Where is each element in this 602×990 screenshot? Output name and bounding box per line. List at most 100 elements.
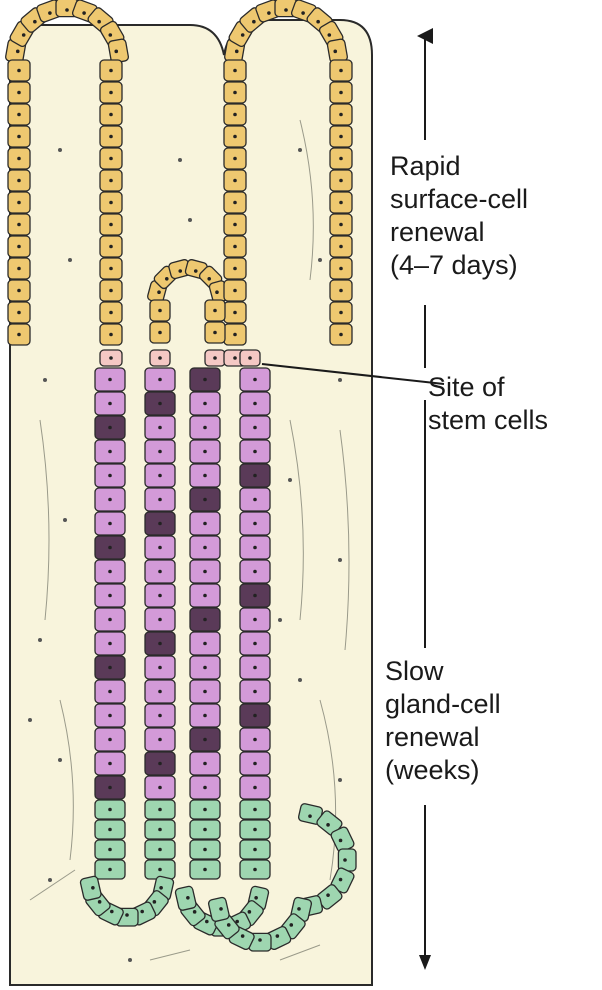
cell-nucleus <box>108 522 112 526</box>
cell-nucleus <box>241 33 245 37</box>
cell-nucleus <box>157 290 161 294</box>
cell-nucleus <box>339 223 343 227</box>
cell-nucleus <box>158 690 162 694</box>
cell-nucleus <box>233 245 237 249</box>
cell-nucleus <box>108 828 112 832</box>
cell-nucleus <box>253 642 257 646</box>
cell-nucleus <box>97 20 101 24</box>
cell-nucleus <box>253 618 257 622</box>
cell-nucleus <box>178 269 182 273</box>
cell-nucleus <box>17 113 21 117</box>
cell-nucleus <box>235 50 239 54</box>
cell-nucleus <box>108 738 112 742</box>
cell-nucleus <box>203 666 207 670</box>
cell-nucleus <box>253 498 257 502</box>
cell-nucleus <box>186 896 190 900</box>
cell-nucleus <box>125 913 129 917</box>
cell-nucleus <box>17 201 21 205</box>
cell-nucleus <box>215 290 219 294</box>
label-line: (weeks) <box>385 754 501 787</box>
cell-nucleus <box>233 223 237 227</box>
cell-nucleus <box>339 839 343 843</box>
cell-nucleus <box>108 642 112 646</box>
cell-nucleus <box>203 474 207 478</box>
cell-nucleus <box>339 179 343 183</box>
cell-nucleus <box>22 33 26 37</box>
cell-nucleus <box>326 893 330 897</box>
cell-nucleus <box>193 910 197 914</box>
cell-nucleus <box>203 546 207 550</box>
cell-nucleus <box>17 333 21 337</box>
cell-nucleus <box>339 878 343 882</box>
cell-nucleus <box>17 223 21 227</box>
cell-nucleus <box>17 245 21 249</box>
cell-nucleus <box>82 11 86 15</box>
cell-nucleus <box>203 848 207 852</box>
cell-nucleus <box>203 378 207 382</box>
cell-nucleus <box>301 11 305 15</box>
cell-nucleus <box>333 50 337 54</box>
cell-nucleus <box>108 594 112 598</box>
label-line: Slow <box>385 655 501 688</box>
cell-nucleus <box>253 522 257 526</box>
cell-nucleus <box>203 808 207 812</box>
cell-nucleus <box>158 546 162 550</box>
cell-nucleus <box>108 690 112 694</box>
cell-nucleus <box>339 245 343 249</box>
cell-nucleus <box>108 618 112 622</box>
cell-nucleus <box>16 50 20 54</box>
label-line: renewal <box>385 721 501 754</box>
cell-nucleus <box>108 848 112 852</box>
cell-nucleus <box>158 450 162 454</box>
cell-nucleus <box>339 311 343 315</box>
label-line: stem cells <box>428 404 548 437</box>
cell-nucleus <box>253 786 257 790</box>
cell-nucleus <box>253 474 257 478</box>
cell-nucleus <box>213 331 217 335</box>
cell-nucleus <box>108 402 112 406</box>
cell-nucleus <box>233 311 237 315</box>
cell-nucleus <box>203 498 207 502</box>
cell-nucleus <box>109 267 113 271</box>
label-line: surface-cell <box>390 183 528 216</box>
cell-nucleus <box>233 157 237 161</box>
cell-nucleus <box>48 11 52 15</box>
cell-nucleus <box>233 69 237 73</box>
stromal-nucleus <box>298 678 302 682</box>
cell-nucleus <box>339 157 343 161</box>
cell-nucleus <box>233 267 237 271</box>
cell-nucleus <box>253 868 257 872</box>
cell-nucleus <box>109 157 113 161</box>
cell-nucleus <box>203 426 207 430</box>
cell-nucleus <box>253 828 257 832</box>
cell-nucleus <box>158 848 162 852</box>
cell-nucleus <box>109 356 113 360</box>
cell-nucleus <box>108 426 112 430</box>
stromal-nucleus <box>278 618 282 622</box>
stromal-nucleus <box>178 158 182 162</box>
cell-nucleus <box>108 868 112 872</box>
cell-nucleus <box>207 277 211 281</box>
cell-nucleus <box>203 690 207 694</box>
cell-nucleus <box>65 8 69 12</box>
stromal-nucleus <box>48 878 52 882</box>
cell-nucleus <box>110 910 114 914</box>
label-line: renewal <box>390 216 528 249</box>
cell-nucleus <box>17 91 21 95</box>
cell-nucleus <box>253 738 257 742</box>
cell-nucleus <box>158 808 162 812</box>
slow-renewal-label: Slow gland-cell renewal (weeks) <box>385 655 501 787</box>
cell-nucleus <box>17 135 21 139</box>
stromal-nucleus <box>298 148 302 152</box>
cell-nucleus <box>158 522 162 526</box>
cell-nucleus <box>253 426 257 430</box>
cell-nucleus <box>158 594 162 598</box>
cell-nucleus <box>17 311 21 315</box>
cell-nucleus <box>17 69 21 73</box>
cell-nucleus <box>158 402 162 406</box>
cell-nucleus <box>253 378 257 382</box>
cell-nucleus <box>339 267 343 271</box>
cell-nucleus <box>203 828 207 832</box>
cell-nucleus <box>108 786 112 790</box>
label-line: (4–7 days) <box>390 249 528 282</box>
